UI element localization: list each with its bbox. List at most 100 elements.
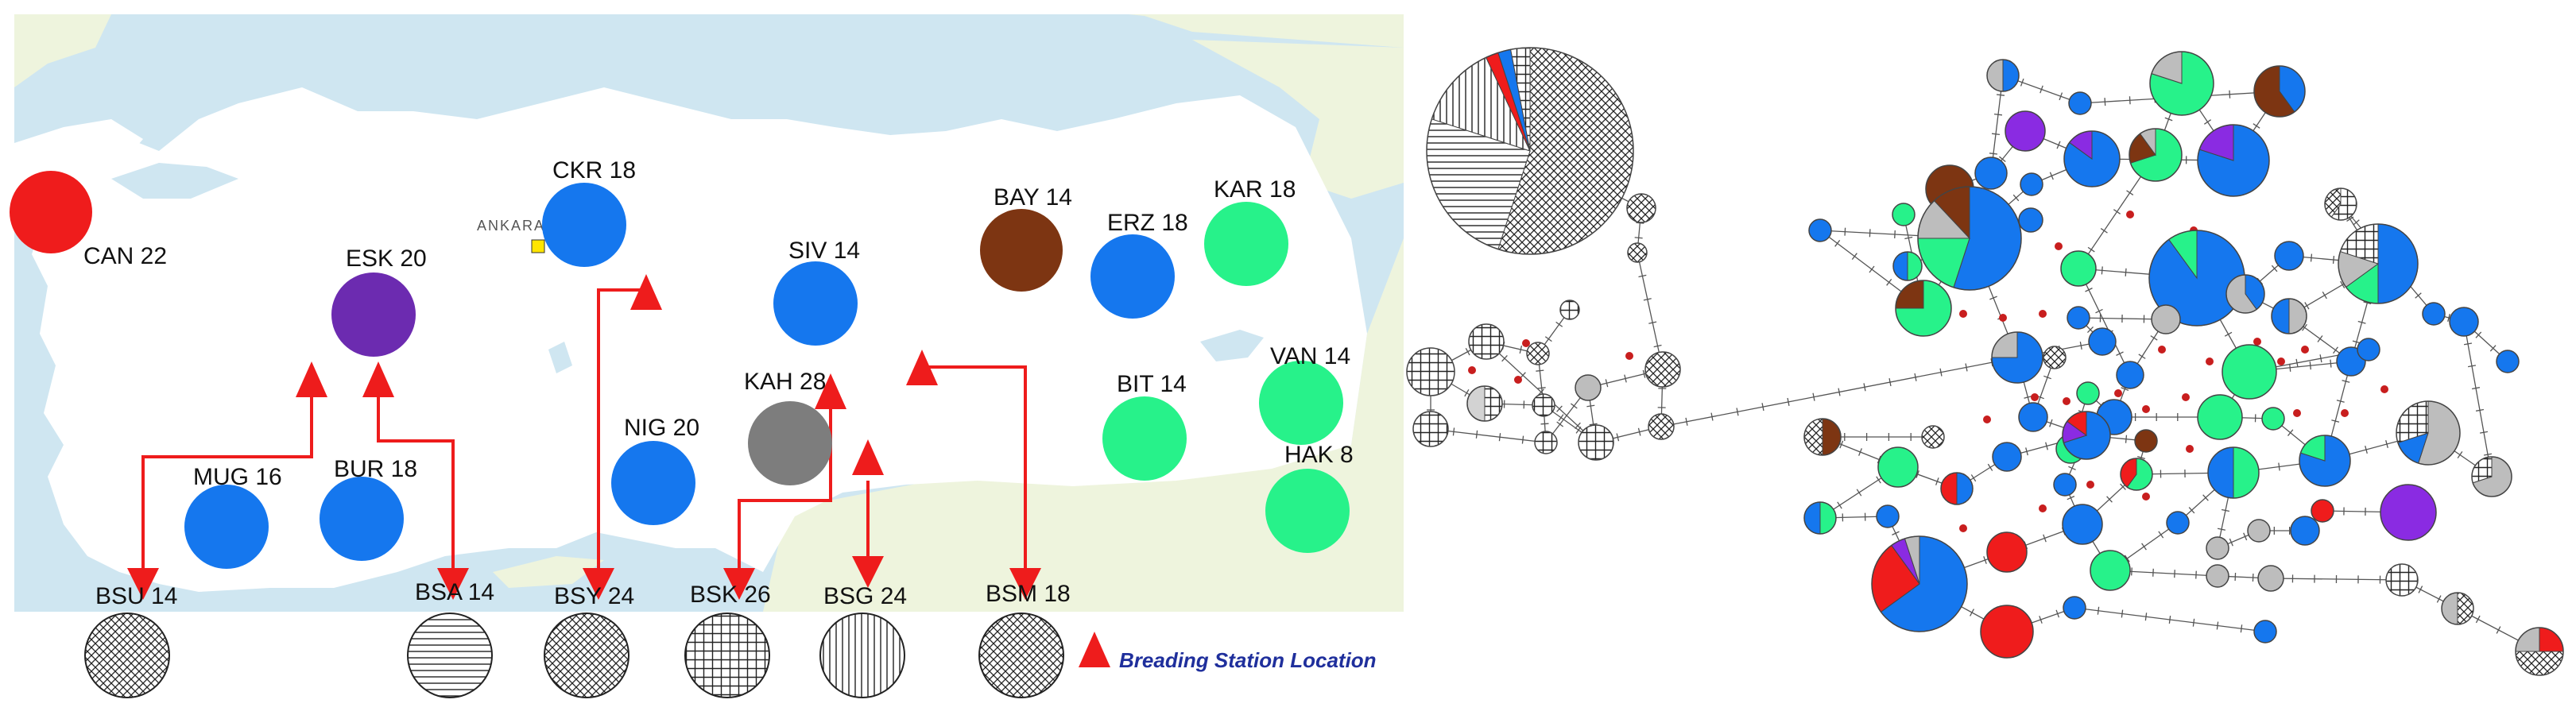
haplotype-network [1406, 47, 2564, 676]
network-edge-58-tick-1 [2049, 419, 2053, 427]
network-edge-95-tick-2 [1869, 229, 1871, 238]
network-edge-41-tick-2 [2039, 85, 2043, 94]
network-edge-79-tick-4 [2195, 570, 2197, 579]
network-edge-68-tick-2 [1916, 470, 1919, 478]
haplotype-node-59-slice-1 [1803, 418, 1823, 456]
network-edge-26-tick-2 [2056, 141, 2061, 149]
haplotype-node-86 [2422, 302, 2446, 326]
network-edge-104-tick-1 [2067, 496, 2075, 500]
network-edge-63-tick-1 [2137, 456, 2145, 459]
network-edge-53-tick-1 [2475, 331, 2482, 338]
network-edge-54-tick-2 [2363, 301, 2372, 305]
haplotype-node-29-outline [2338, 223, 2419, 304]
network-edge-62-tick-2 [2125, 435, 2128, 443]
cyprus [493, 556, 604, 588]
network-edge-73-tick-1 [1892, 531, 1900, 535]
median-vector-dot-1 [1514, 376, 1522, 384]
network-edge-108-tick-2 [1556, 405, 1563, 412]
network-edge-45-tick-1 [2121, 387, 2129, 392]
network-edge-18-tick-4 [1761, 403, 1764, 412]
haplotype-node-8-slice-1 [1466, 385, 1486, 422]
network-edge-50-tick-3 [2385, 440, 2388, 448]
haplotype-node-85 [1892, 203, 1916, 226]
network-edge-93-tick-2 [1886, 278, 1892, 286]
network-edge-85-tick-5 [2192, 618, 2195, 627]
site-bay-circle [980, 209, 1063, 292]
network-edge-41-tick-3 [2020, 78, 2024, 87]
network-edge-44-tick-2 [2138, 354, 2146, 359]
network-edge-83-tick-1 [2475, 615, 2481, 624]
haplotype-node-75-outline [1871, 535, 1968, 632]
network-edge-92-tick-2 [2141, 543, 2147, 551]
site-label-bay: BAY 14 [994, 184, 1072, 211]
network-edge-32-tick-4 [2100, 227, 2108, 234]
site-label-nig: NIG 20 [624, 415, 699, 441]
haplotype-node-88 [2043, 346, 2067, 369]
median-vector-dot-2 [1468, 366, 1476, 374]
network-edge-52 [2463, 321, 2493, 477]
station-labels: BSU 14 BSA 14 BSY 24 BSK 26 BSG 24 BSM 1… [95, 579, 1071, 609]
network-edge-67-tick-1 [1987, 463, 1993, 471]
site-label-esk: ESK 20 [346, 245, 427, 272]
median-vector-dot-24 [2293, 409, 2301, 417]
haplotype-node-8-outline [1466, 385, 1503, 422]
haplotype-node-68 [2311, 499, 2334, 523]
station-arrows [127, 288, 1041, 600]
site-label-van: VAN 14 [1270, 343, 1350, 369]
lake-van [1200, 330, 1264, 361]
station-bsy-circle [544, 613, 629, 698]
network-edge-18-tick-12 [1965, 363, 1968, 372]
network-edge-6-tick-2 [1556, 421, 1564, 427]
median-vector-dot-5 [1999, 314, 2007, 322]
network-edge-40-tick-2 [2229, 90, 2231, 99]
haplotype-node-53-outline [2207, 446, 2260, 499]
network-edge-82-tick-1 [2418, 586, 2423, 593]
haplotype-node-57 [1992, 442, 2022, 472]
network-edge-16-tick-2 [1558, 414, 1564, 422]
network-edge-2-tick-4 [1653, 344, 1662, 348]
network-edge-87-tick-1 [2229, 538, 2233, 547]
arrow-bsy [583, 288, 640, 600]
haplotype-node-39 [2151, 304, 2181, 334]
haplotype-node-44 [2197, 394, 2243, 440]
marmara-sea [111, 163, 238, 199]
site-label-mug: MUG 16 [193, 464, 282, 490]
haplotype-node-4 [1559, 300, 1580, 320]
network-edge-20-tick-3 [2079, 341, 2082, 350]
haplotype-node-60 [1921, 425, 1945, 449]
site-kar-circle [1204, 202, 1288, 286]
haplotype-node-2 [1627, 242, 1648, 263]
network-edge-101-tick-1 [2043, 375, 2051, 380]
network-edge-86-tick-3 [2217, 528, 2226, 531]
network-edge-97-tick-1 [2302, 323, 2307, 331]
network-edge-25-tick-1 [2049, 172, 2054, 180]
network-edge-18-tick-9 [1888, 378, 1892, 387]
median-vector-dot-7 [2063, 397, 2070, 405]
network-edge-71-tick-2 [1856, 489, 1862, 497]
haplotype-node-52-outline [2299, 435, 2351, 487]
haplotype-node-66 [2247, 519, 2271, 543]
network-edge-17-tick-1 [1642, 369, 1646, 378]
station-bsm-circle [978, 613, 1064, 698]
haplotype-node-78 [2385, 563, 2419, 597]
network-edge-5-tick-2 [1586, 404, 1595, 408]
haplotype-node-87 [2357, 338, 2380, 361]
network-edge-77-tick-3 [2120, 483, 2126, 490]
network-edge-52-tick-3 [2475, 408, 2485, 412]
site-label-hak: HAK 8 [1284, 442, 1354, 468]
network-edge-9-tick-2 [1464, 389, 1470, 397]
triangle-bsk-icon [815, 373, 846, 409]
network-edge-56-tick-4 [2116, 351, 2124, 356]
network-edge-108-tick-1 [1575, 422, 1581, 429]
haplotype-node-15-slice-1 [1986, 59, 2004, 92]
site-erz-circle [1090, 234, 1175, 319]
haplotype-node-23 [1974, 157, 2008, 190]
haplotype-node-21-outline [2129, 128, 2183, 182]
network-edge-108-tick-5 [1501, 355, 1508, 362]
haplotype-node-62 [1876, 504, 1900, 528]
haplotype-node-11 [1412, 411, 1449, 447]
network-edge-100-tick-2 [2319, 354, 2322, 363]
network-edge-12-tick-1 [1555, 321, 1563, 327]
haplotype-node-89 [2067, 306, 2090, 330]
network-edge-84-tick-3 [2055, 609, 2060, 618]
